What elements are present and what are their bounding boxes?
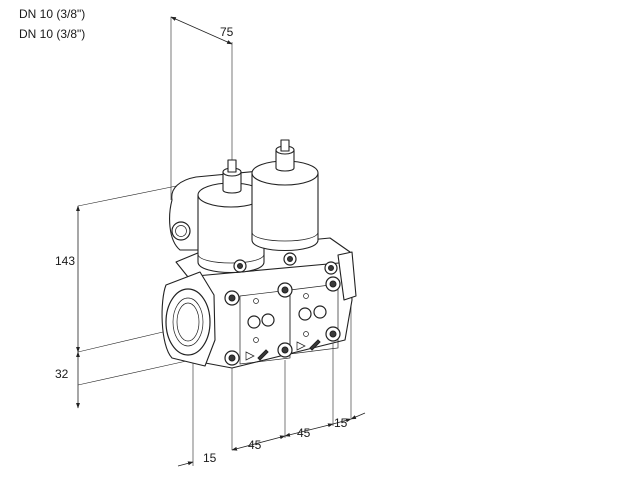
bracket-hole [171, 221, 191, 241]
inlet-port [165, 288, 211, 356]
adjuster-knob-3 [298, 307, 312, 321]
dimension-label-45-first: 45 [248, 438, 262, 452]
control-module-right [289, 283, 339, 355]
adjuster-knob-1 [247, 315, 261, 329]
solenoid-coil-left [197, 194, 265, 274]
indicator-dot [253, 337, 259, 343]
dimension-label-15-right: 15 [334, 416, 348, 430]
control-module-left [239, 289, 291, 365]
flow-arrow-icon [296, 341, 306, 351]
mounting-bolts [224, 252, 341, 366]
dimension-75: 75 [170, 16, 234, 200]
dimension-label-75: 75 [220, 25, 234, 39]
solenoid-coil-right [251, 172, 319, 252]
indicator-dot [303, 293, 309, 299]
valve-assembly [161, 139, 357, 369]
adjust-screw-icon [257, 349, 269, 361]
dimension-32: 32 [55, 351, 201, 409]
dimension-label-15-left: 15 [203, 451, 217, 465]
connector-right [275, 149, 295, 172]
dimension-bottom-chain: 15 45 45 15 [177, 262, 366, 467]
header-size-line-2: DN 10 (3/8") [19, 27, 86, 41]
adjuster-knob-4 [313, 305, 327, 319]
indicator-dot [253, 298, 259, 304]
dimension-label-143: 143 [55, 254, 75, 268]
connector-left [222, 171, 242, 194]
adjuster-knob-2 [261, 313, 275, 327]
dimension-label-32: 32 [55, 367, 69, 381]
adjust-screw-icon [309, 339, 321, 351]
flow-arrow-icon [245, 351, 255, 361]
dimension-label-45-second: 45 [297, 426, 311, 440]
outlet-flange [337, 251, 357, 301]
header-size-line-1: DN 10 (3/8") [19, 7, 86, 21]
indicator-dot [303, 331, 309, 337]
